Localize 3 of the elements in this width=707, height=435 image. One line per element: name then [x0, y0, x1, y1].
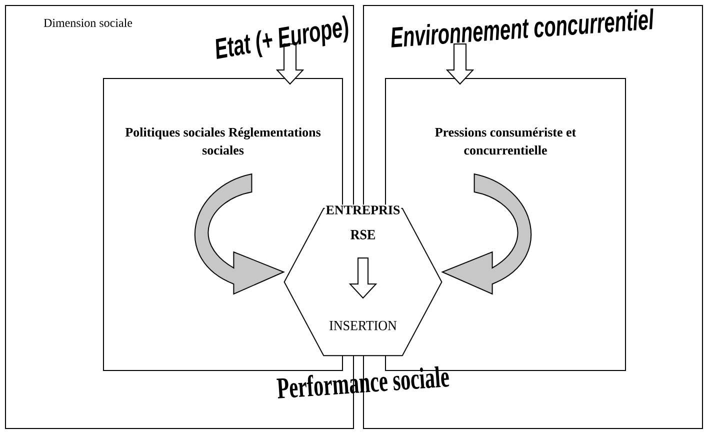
word-art-title: Etat (+ Europe) [216, 16, 348, 59]
heading: ENTREPRIS [324, 204, 402, 216]
word-art-title: Environnement concurrentiel [391, 8, 654, 48]
